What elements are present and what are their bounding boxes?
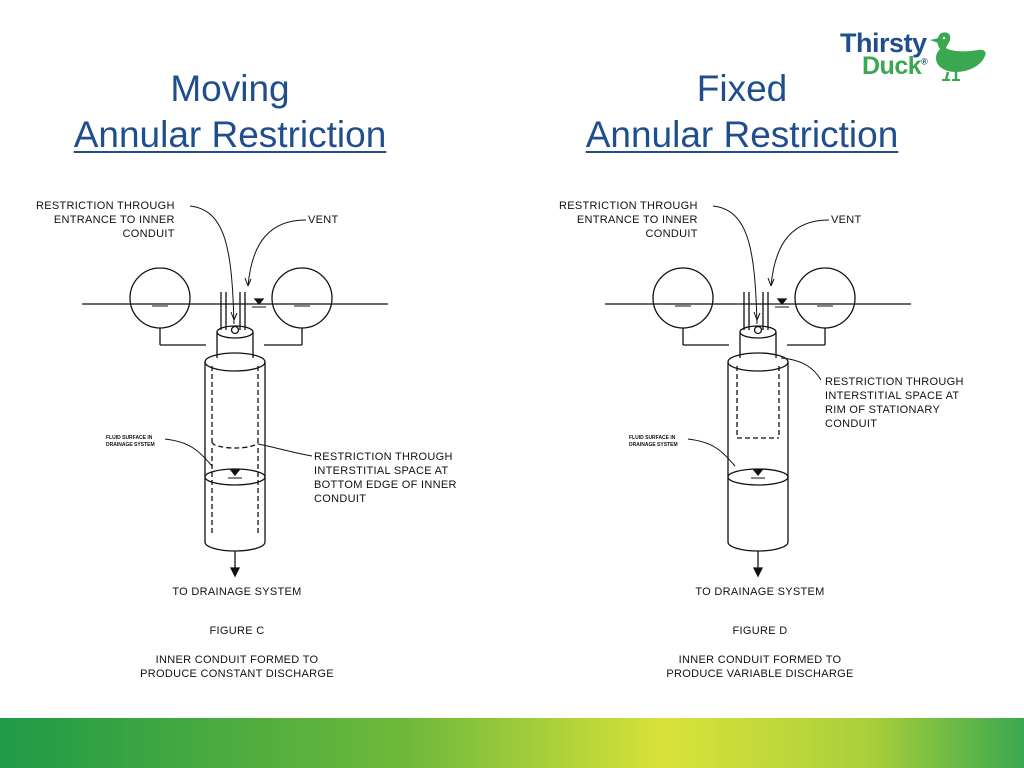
title-left-line1: Moving bbox=[170, 68, 290, 109]
thirsty-duck-logo: Thirsty Duck® bbox=[838, 28, 998, 84]
left-float-circle bbox=[129, 267, 191, 329]
figure-c-label-fluid-surface: FLUID SURFACE IN DRAINAGE SYSTEM bbox=[106, 435, 155, 448]
footer-gradient-bar bbox=[0, 718, 1024, 768]
logo-word-duck: Duck® bbox=[862, 52, 928, 80]
figure-c-figure-name: FIGURE C bbox=[209, 625, 265, 637]
figure-c-label-interstitial: RESTRICTION THROUGH INTERSTITIAL SPACE A… bbox=[314, 451, 457, 505]
logo-word-thirsty: Thirsty bbox=[840, 28, 927, 58]
figure-c-label-entrance: RESTRICTION THROUGH ENTRANCE TO INNER CO… bbox=[36, 200, 175, 240]
figure-c-label-vent: VENT bbox=[308, 214, 339, 226]
figure-c-caption: INNER CONDUIT FORMED TO PRODUCE CONSTANT… bbox=[140, 654, 334, 680]
title-moving-annular-restriction: Moving Annular Restriction bbox=[20, 66, 440, 158]
figure-d-label-to-drainage: TO DRAINAGE SYSTEM bbox=[695, 586, 825, 598]
figure-c-diagram: RESTRICTION THROUGH ENTRANCE TO INNER CO… bbox=[30, 180, 500, 700]
title-fixed-annular-restriction: Fixed Annular Restriction bbox=[532, 66, 952, 158]
title-right-line1: Fixed bbox=[696, 68, 788, 109]
figure-d-figure-name: FIGURE D bbox=[732, 625, 788, 637]
figure-d-diagram: RESTRICTION THROUGH ENTRANCE TO INNER CO… bbox=[553, 180, 1023, 700]
figure-d-label-vent: VENT bbox=[831, 214, 862, 226]
right-float-circle bbox=[794, 267, 856, 329]
figure-d-label-fluid-surface: FLUID SURFACE IN DRAINAGE SYSTEM bbox=[629, 435, 678, 448]
figure-d-label-interstitial: RESTRICTION THROUGH INTERSTITIAL SPACE A… bbox=[825, 376, 964, 430]
figure-d-label-entrance: RESTRICTION THROUGH ENTRANCE TO INNER CO… bbox=[559, 200, 698, 240]
figure-d-drawing bbox=[605, 205, 911, 578]
left-float-circle bbox=[652, 267, 714, 329]
figure-c-label-to-drainage: TO DRAINAGE SYSTEM bbox=[172, 586, 302, 598]
title-left-line2: Annular Restriction bbox=[73, 114, 387, 155]
duck-icon bbox=[930, 32, 986, 81]
title-right-line2: Annular Restriction bbox=[585, 114, 899, 155]
figure-c-drawing bbox=[82, 205, 388, 578]
right-float-circle bbox=[271, 267, 333, 329]
figure-d-caption: INNER CONDUIT FORMED TO PRODUCE VARIABLE… bbox=[666, 654, 854, 680]
